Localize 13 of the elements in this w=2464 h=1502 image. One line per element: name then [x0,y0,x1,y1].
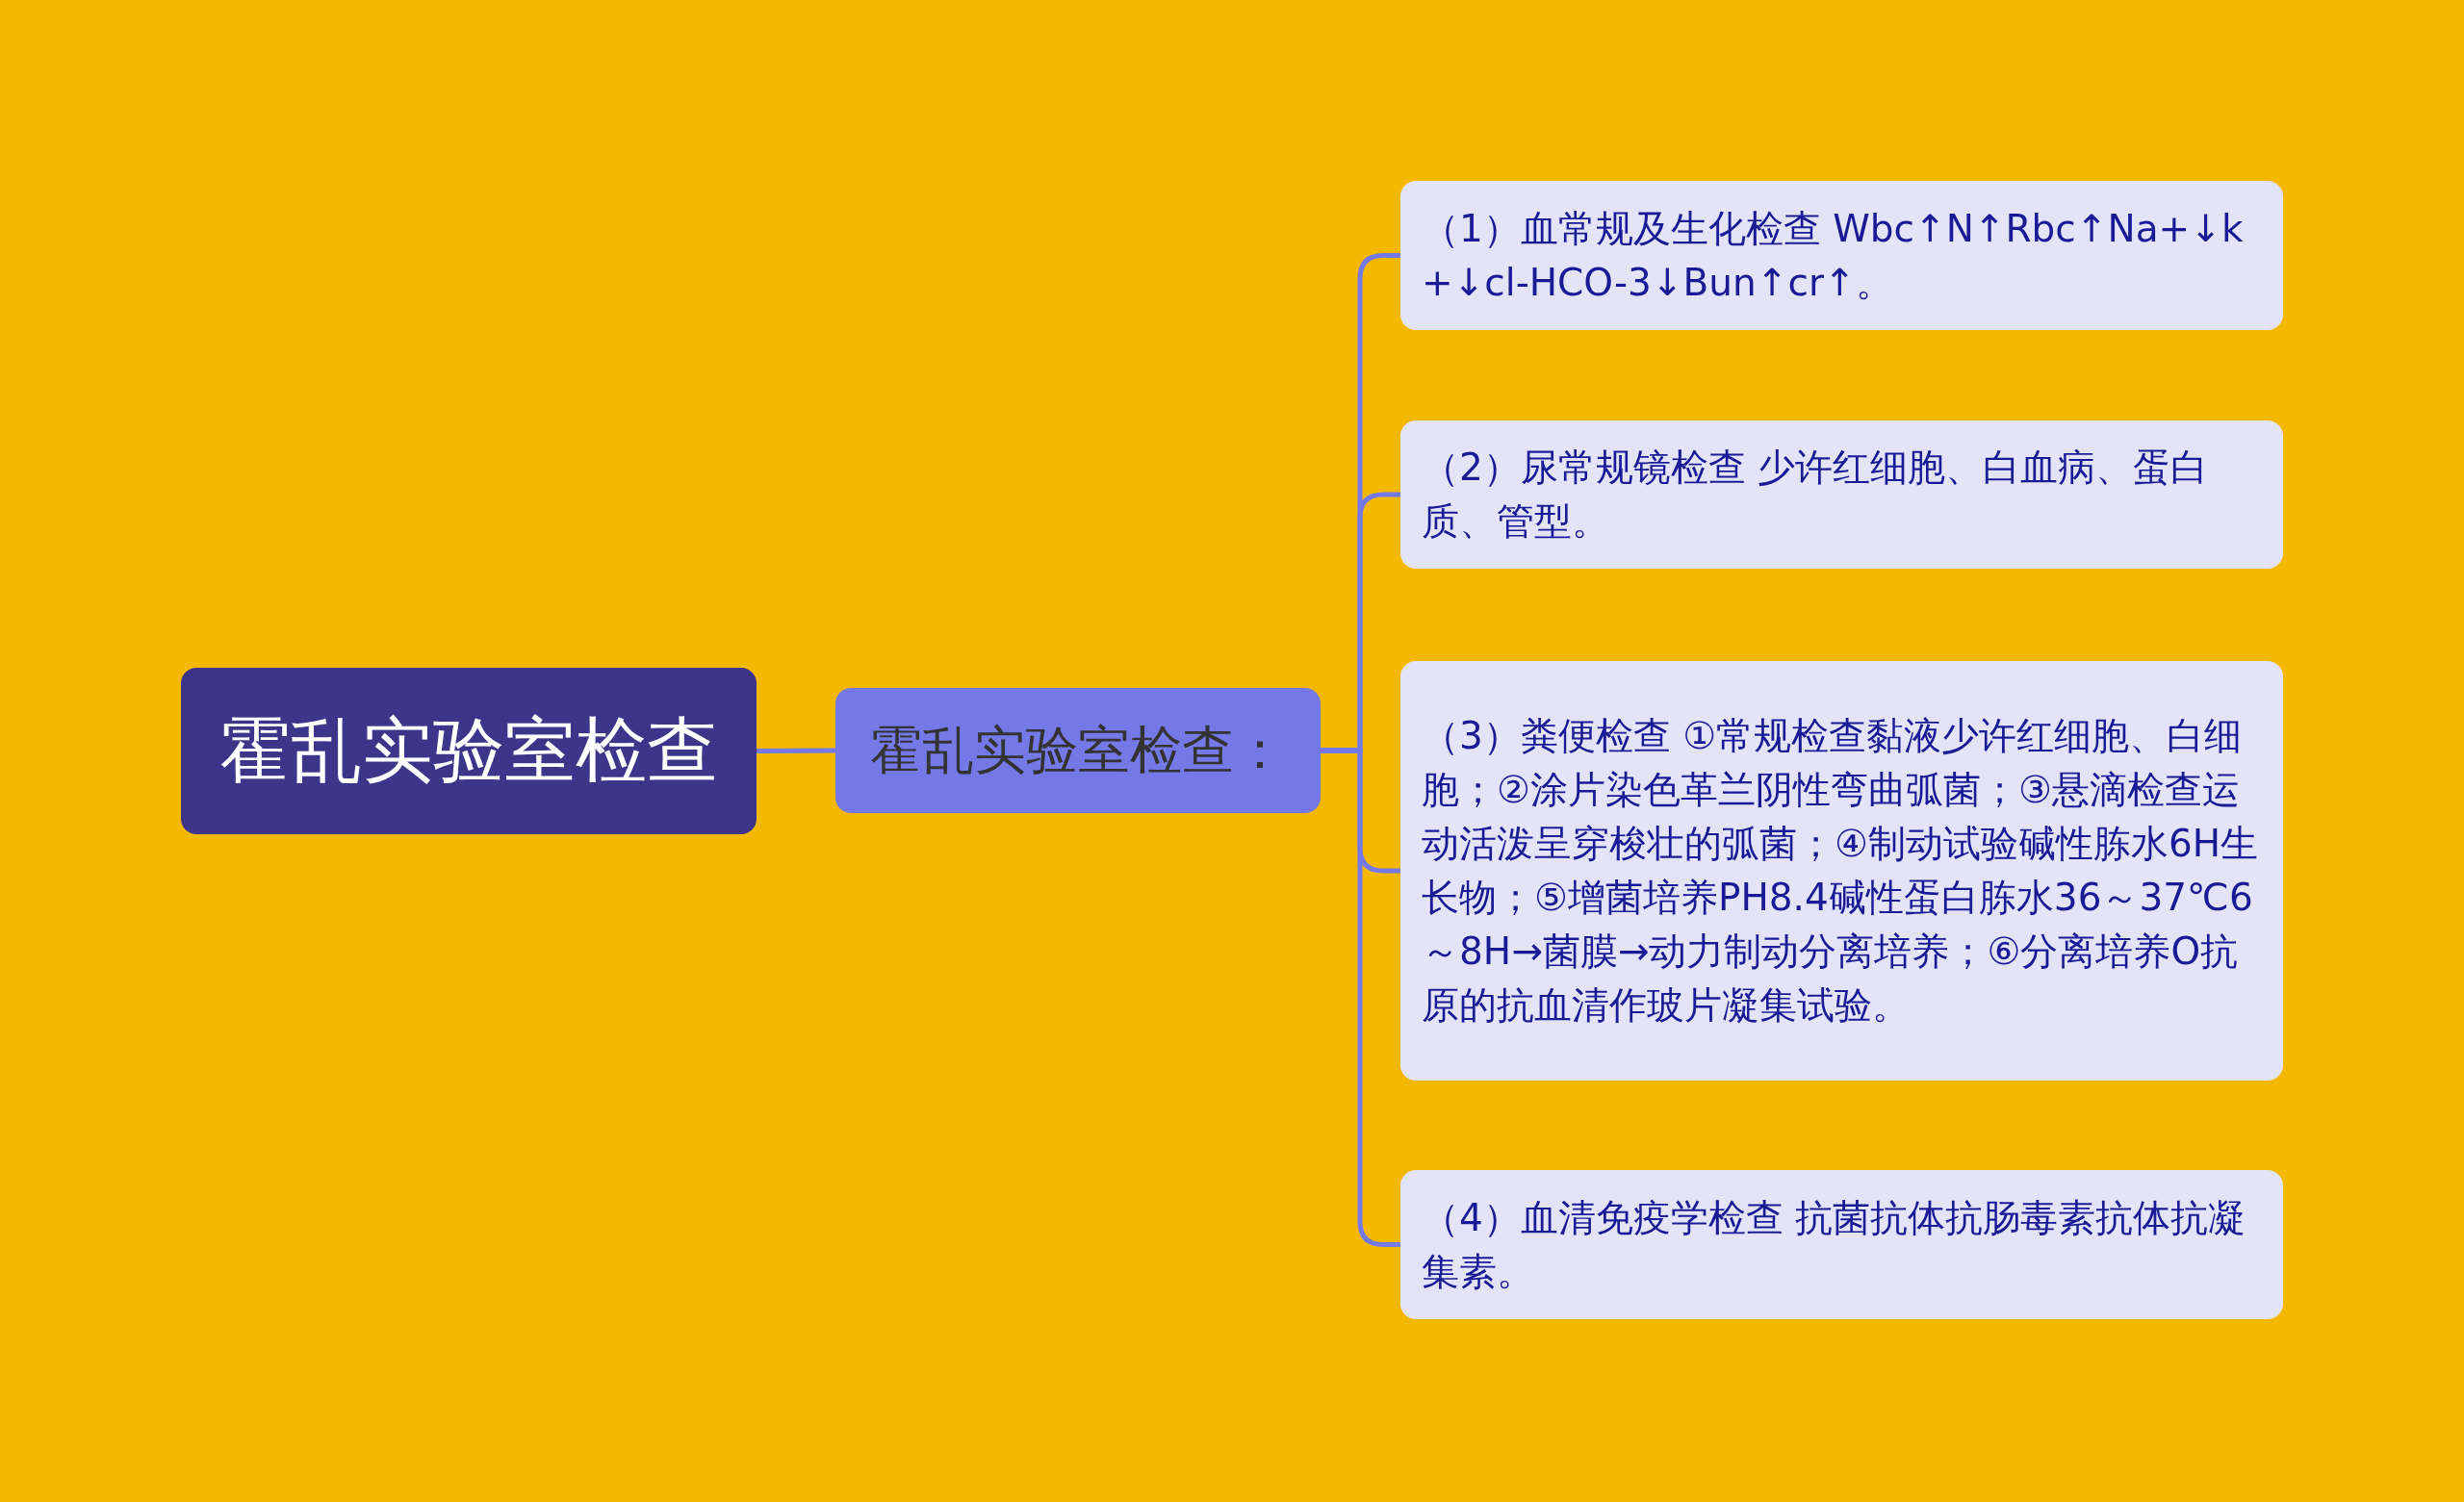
topic-text: （1）血常规及生化检查 Wbc↑N↑Rbc↑Na+↓k+↓cl-HCO-3↓Bun↑cr↑。 [1422,205,2245,306]
leaf-topic-box [1400,661,2283,1081]
leaf-topic-box [1400,420,2283,569]
connector-line [757,748,835,753]
topic-text: 霍乱实验室检查 [219,706,718,793]
topic-text: （2）尿常规镜检查 少许红细胞、白血病、蛋白质、管型。 [1422,445,2210,545]
leaf-topic-box [1400,181,2283,330]
root-topic-box [181,668,757,834]
topic-text: （3）粪便检查 ①常规检查黏液少许红细胞、白细胞；②涂片染色革兰阴性弯曲弧菌；③悬滴检查运动活泼呈穿梭壮的弧菌；④制动试验碱性胨水6H生长物；⑤增菌培养PH8.4碱性蛋白胨水36～37℃6～8H→菌膜→动力制动分离培养；⑥分离培养O抗原的抗血清作玻片凝集试验。 [1422,713,2260,1029]
topic-text: 霍乱实验室检查： [870,718,1286,782]
branch-topic-box [835,688,1321,813]
topic-text: （4）血清免疫学检查 抗菌抗体抗肠毒素抗体抗凝集素。 [1422,1194,2247,1295]
leaf-topic-box [1400,1170,2283,1319]
